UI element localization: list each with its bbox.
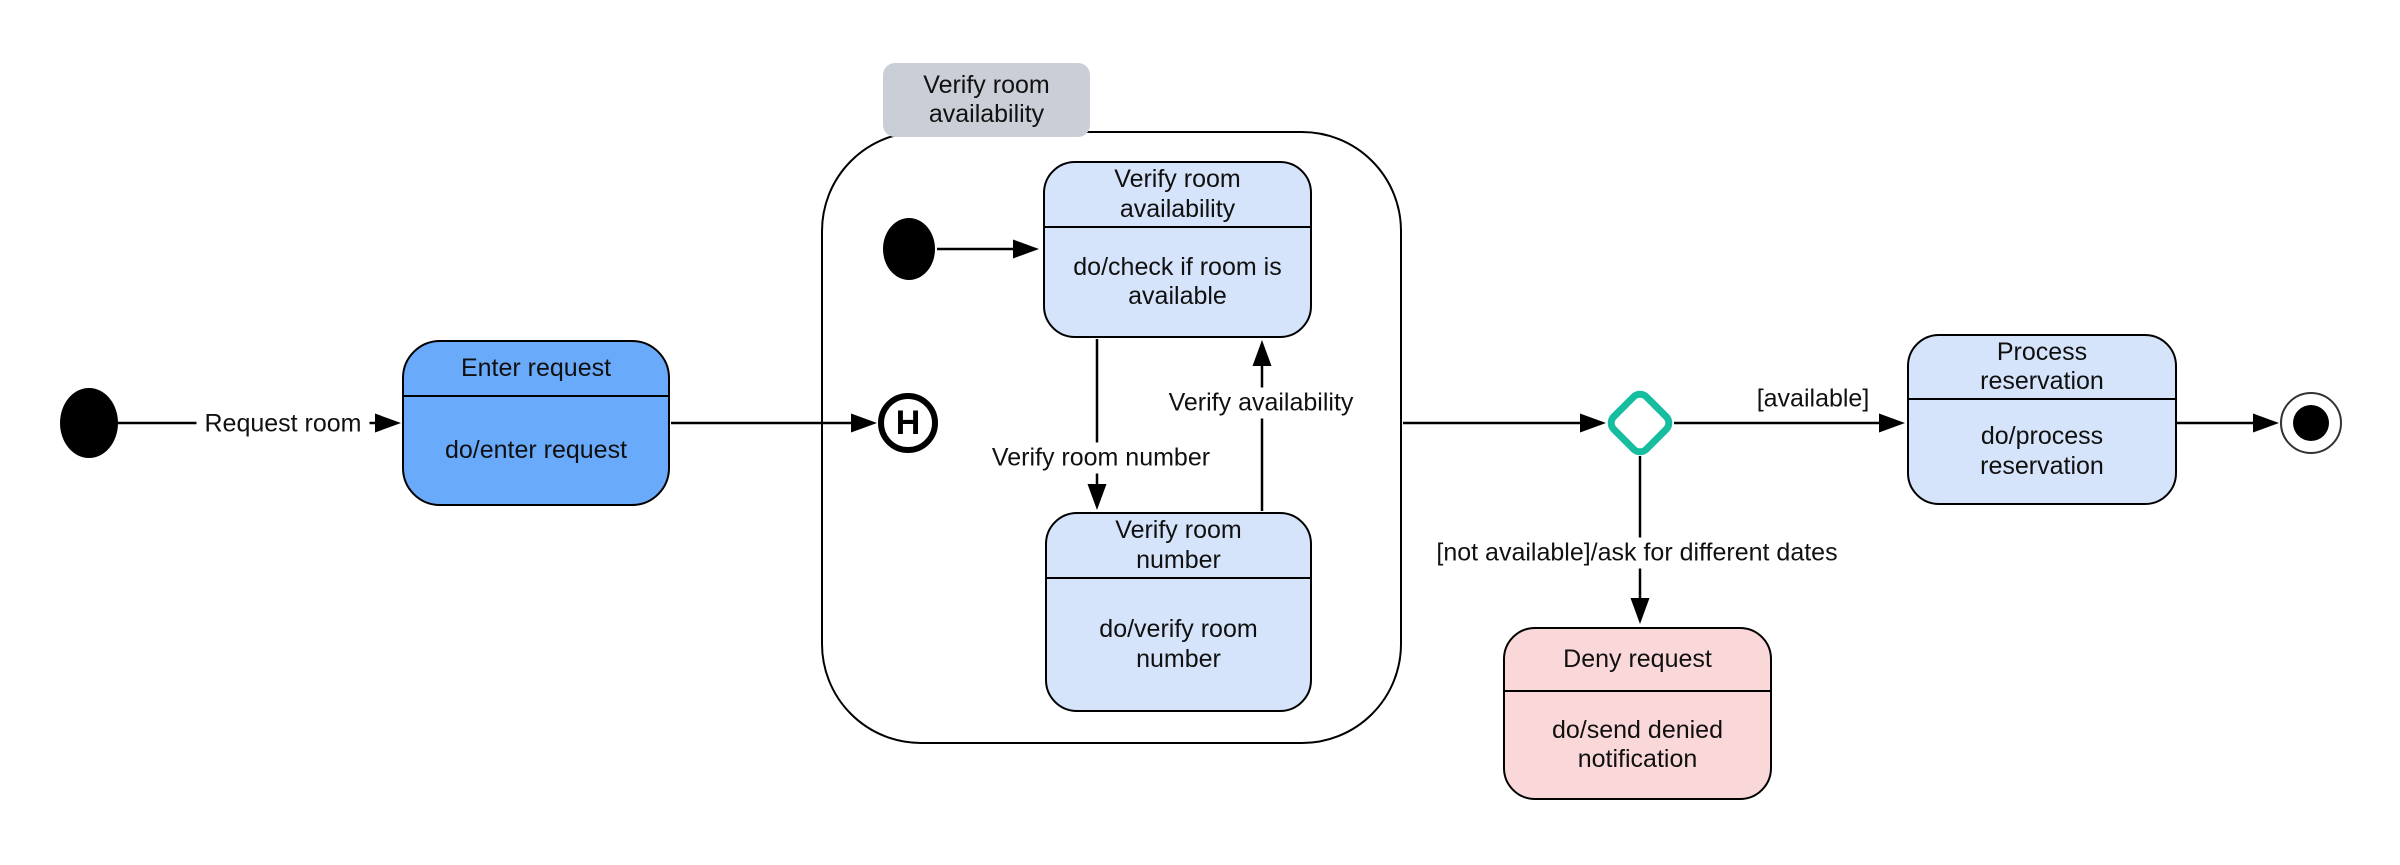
final-state-node[interactable] <box>2280 392 2342 454</box>
state-enter-request[interactable]: Enter request do/enter request <box>402 340 670 506</box>
state-activity-text: do/verify room number <box>1099 615 1258 673</box>
composite-state-label[interactable]: Verify room availability <box>883 63 1090 137</box>
transition-verify-availability[interactable] <box>1252 340 1272 511</box>
transition-to-choice[interactable] <box>1403 413 1606 433</box>
transition-inner-initial[interactable] <box>937 239 1039 259</box>
state-process-reservation-title: Process reservation <box>1909 336 2175 400</box>
transition-label-available: [available] <box>1748 383 1878 415</box>
state-activity-text: do/enter request <box>444 435 628 464</box>
state-activity-text: do/process reservation <box>1980 422 2104 480</box>
state-activity-text: do/send denied notification <box>1552 715 1723 774</box>
state-verify-room-availability-activity: do/check if room is available <box>1045 228 1310 336</box>
state-title-text: Enter request <box>460 353 612 382</box>
state-verify-room-number[interactable]: Verify room number do/verify room number <box>1045 512 1312 712</box>
state-activity-text: do/check if room is available <box>1073 252 1282 311</box>
state-deny-request-title: Deny request <box>1505 629 1770 692</box>
composite-state-label-text: Verify room availability <box>923 70 1050 129</box>
state-enter-request-activity: do/enter request <box>404 397 668 504</box>
transition-label-verify-availability: Verify availability <box>1160 387 1362 419</box>
transition-not-available[interactable] <box>1630 456 1650 624</box>
state-title-text: Process reservation <box>1980 337 2104 396</box>
history-pseudostate[interactable]: H <box>878 393 938 453</box>
transition-label-not-available: [not available]/ask for different dates <box>1428 537 1846 569</box>
state-deny-request[interactable]: Deny request do/send denied notification <box>1503 627 1772 800</box>
inner-initial-state-node[interactable] <box>883 218 935 280</box>
transition-label-request-room: Request room <box>196 408 370 440</box>
state-verify-room-availability-title: Verify room availability <box>1045 163 1310 228</box>
state-verify-room-number-activity: do/verify room number <box>1047 579 1310 710</box>
state-title-text: Verify room number <box>1115 516 1242 574</box>
state-title-text: Deny request <box>1563 644 1712 673</box>
transition-verify-room-number[interactable] <box>1087 339 1107 510</box>
transition-label-verify-room-number: Verify room number <box>983 442 1219 474</box>
state-enter-request-title: Enter request <box>404 342 668 397</box>
state-process-reservation-activity: do/process reservation <box>1909 400 2175 503</box>
state-verify-room-number-title: Verify room number <box>1047 514 1310 579</box>
state-process-reservation[interactable]: Process reservation do/process reservati… <box>1907 334 2177 505</box>
choice-pseudostate-diamond[interactable] <box>1607 390 1673 456</box>
transition-to-history[interactable] <box>671 413 877 433</box>
state-deny-request-activity: do/send denied notification <box>1505 692 1770 798</box>
history-letter: H <box>895 403 921 442</box>
state-title-text: Verify room availability <box>1114 165 1241 223</box>
initial-state-node[interactable] <box>60 388 118 458</box>
state-verify-room-availability[interactable]: Verify room availability do/check if roo… <box>1043 161 1312 338</box>
transition-available[interactable] <box>1674 413 1905 433</box>
transition-to-final[interactable] <box>2177 413 2279 433</box>
